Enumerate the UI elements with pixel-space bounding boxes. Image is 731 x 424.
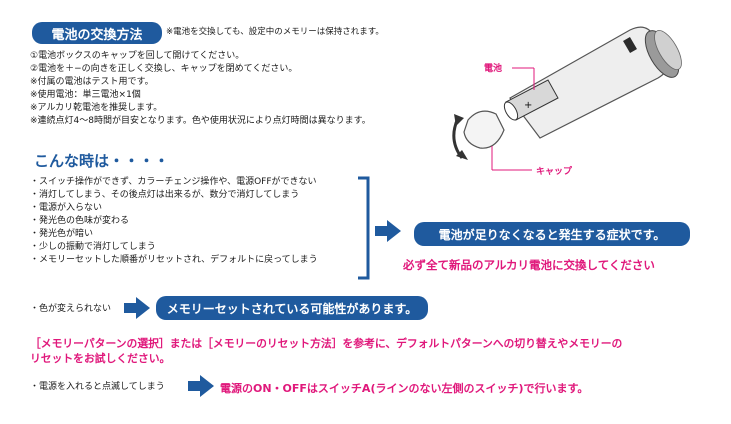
memory-set-result: メモリーセットされている可能性があります。 [156, 296, 428, 320]
symptom-item: ・発光色が暗い [30, 229, 94, 239]
step-item: ※連続点灯4〜8時間が目安となります。色や使用状況により点灯時間は異なります。 [30, 116, 371, 126]
step-item: ②電池を＋−の向きを正しく交換し、キャップを閉めてください。 [30, 64, 298, 74]
battery-low-result: 電池が足りなくなると発生する症状です。 [414, 222, 690, 246]
memory-note: ※電池を交換しても、設定中のメモリーは保持されます。 [166, 27, 384, 37]
bracket-icon [358, 176, 370, 280]
symptom-item: ・スイッチ操作ができず、カラーチェンジ操作や、電源OFFができない [30, 177, 317, 187]
reference-line-2: リセットをお試しください。 [30, 352, 171, 365]
step-item: ※アルカリ乾電池を推奨します。 [30, 103, 163, 113]
reference-line-1: ［メモリーパターンの選択］または［メモリーのリセット方法］を参考に、デフォルトパ… [30, 337, 623, 350]
color-change-symptom: ・色が変えられない [30, 304, 112, 314]
blinking-symptom: ・電源を入れると点滅してしまう [30, 382, 165, 392]
symptom-item: ・消灯してしまう、その後点灯は出来るが、数分で消灯してしまう [30, 190, 300, 200]
symptom-item: ・電源が入らない [30, 203, 103, 213]
rotate-arrow-icon [452, 114, 468, 160]
symptom-list: ・スイッチ操作ができず、カラーチェンジ操作や、電源OFFができない ・消灯してし… [30, 176, 318, 267]
arrow-right-icon [375, 220, 401, 242]
replace-battery-advice: 必ず全て新品のアルカリ電池に交換してください [403, 258, 655, 272]
symptom-item: ・メモリーセットした順番がリセットされ、デフォルトに戻ってしまう [30, 255, 318, 265]
steps-list: ①電池ボックスのキャップを回して開けてください。 ②電池を＋−の向きを正しく交換… [30, 50, 371, 128]
battery-label: 電池 [484, 64, 503, 74]
cap-label: キャップ [536, 167, 573, 177]
arrow-right-icon [188, 375, 214, 397]
step-item: ※付属の電池はテスト用です。 [30, 77, 154, 87]
cap-icon [463, 110, 505, 149]
section-title-battery-replacement: 電池の交換方法 [32, 22, 162, 44]
flashlight-battery-diagram: + [452, 26, 682, 171]
device-body-icon [509, 26, 682, 139]
arrow-right-icon [124, 297, 150, 319]
power-switch-instruction: 電源のON・OFFはスイッチA(ラインのない左側のスイッチ)で行います。 [220, 382, 589, 395]
symptom-item: ・少しの振動で消灯してしまう [30, 242, 156, 252]
section-title-troubleshooting: こんな時は・・・・ [34, 152, 170, 170]
step-item: ※使用電池：単三電池×1個 [30, 90, 141, 100]
step-item: ①電池ボックスのキャップを回して開けてください。 [30, 51, 245, 61]
symptom-item: ・発光色の色味が変わる [30, 216, 130, 226]
svg-text:+: + [524, 100, 532, 111]
